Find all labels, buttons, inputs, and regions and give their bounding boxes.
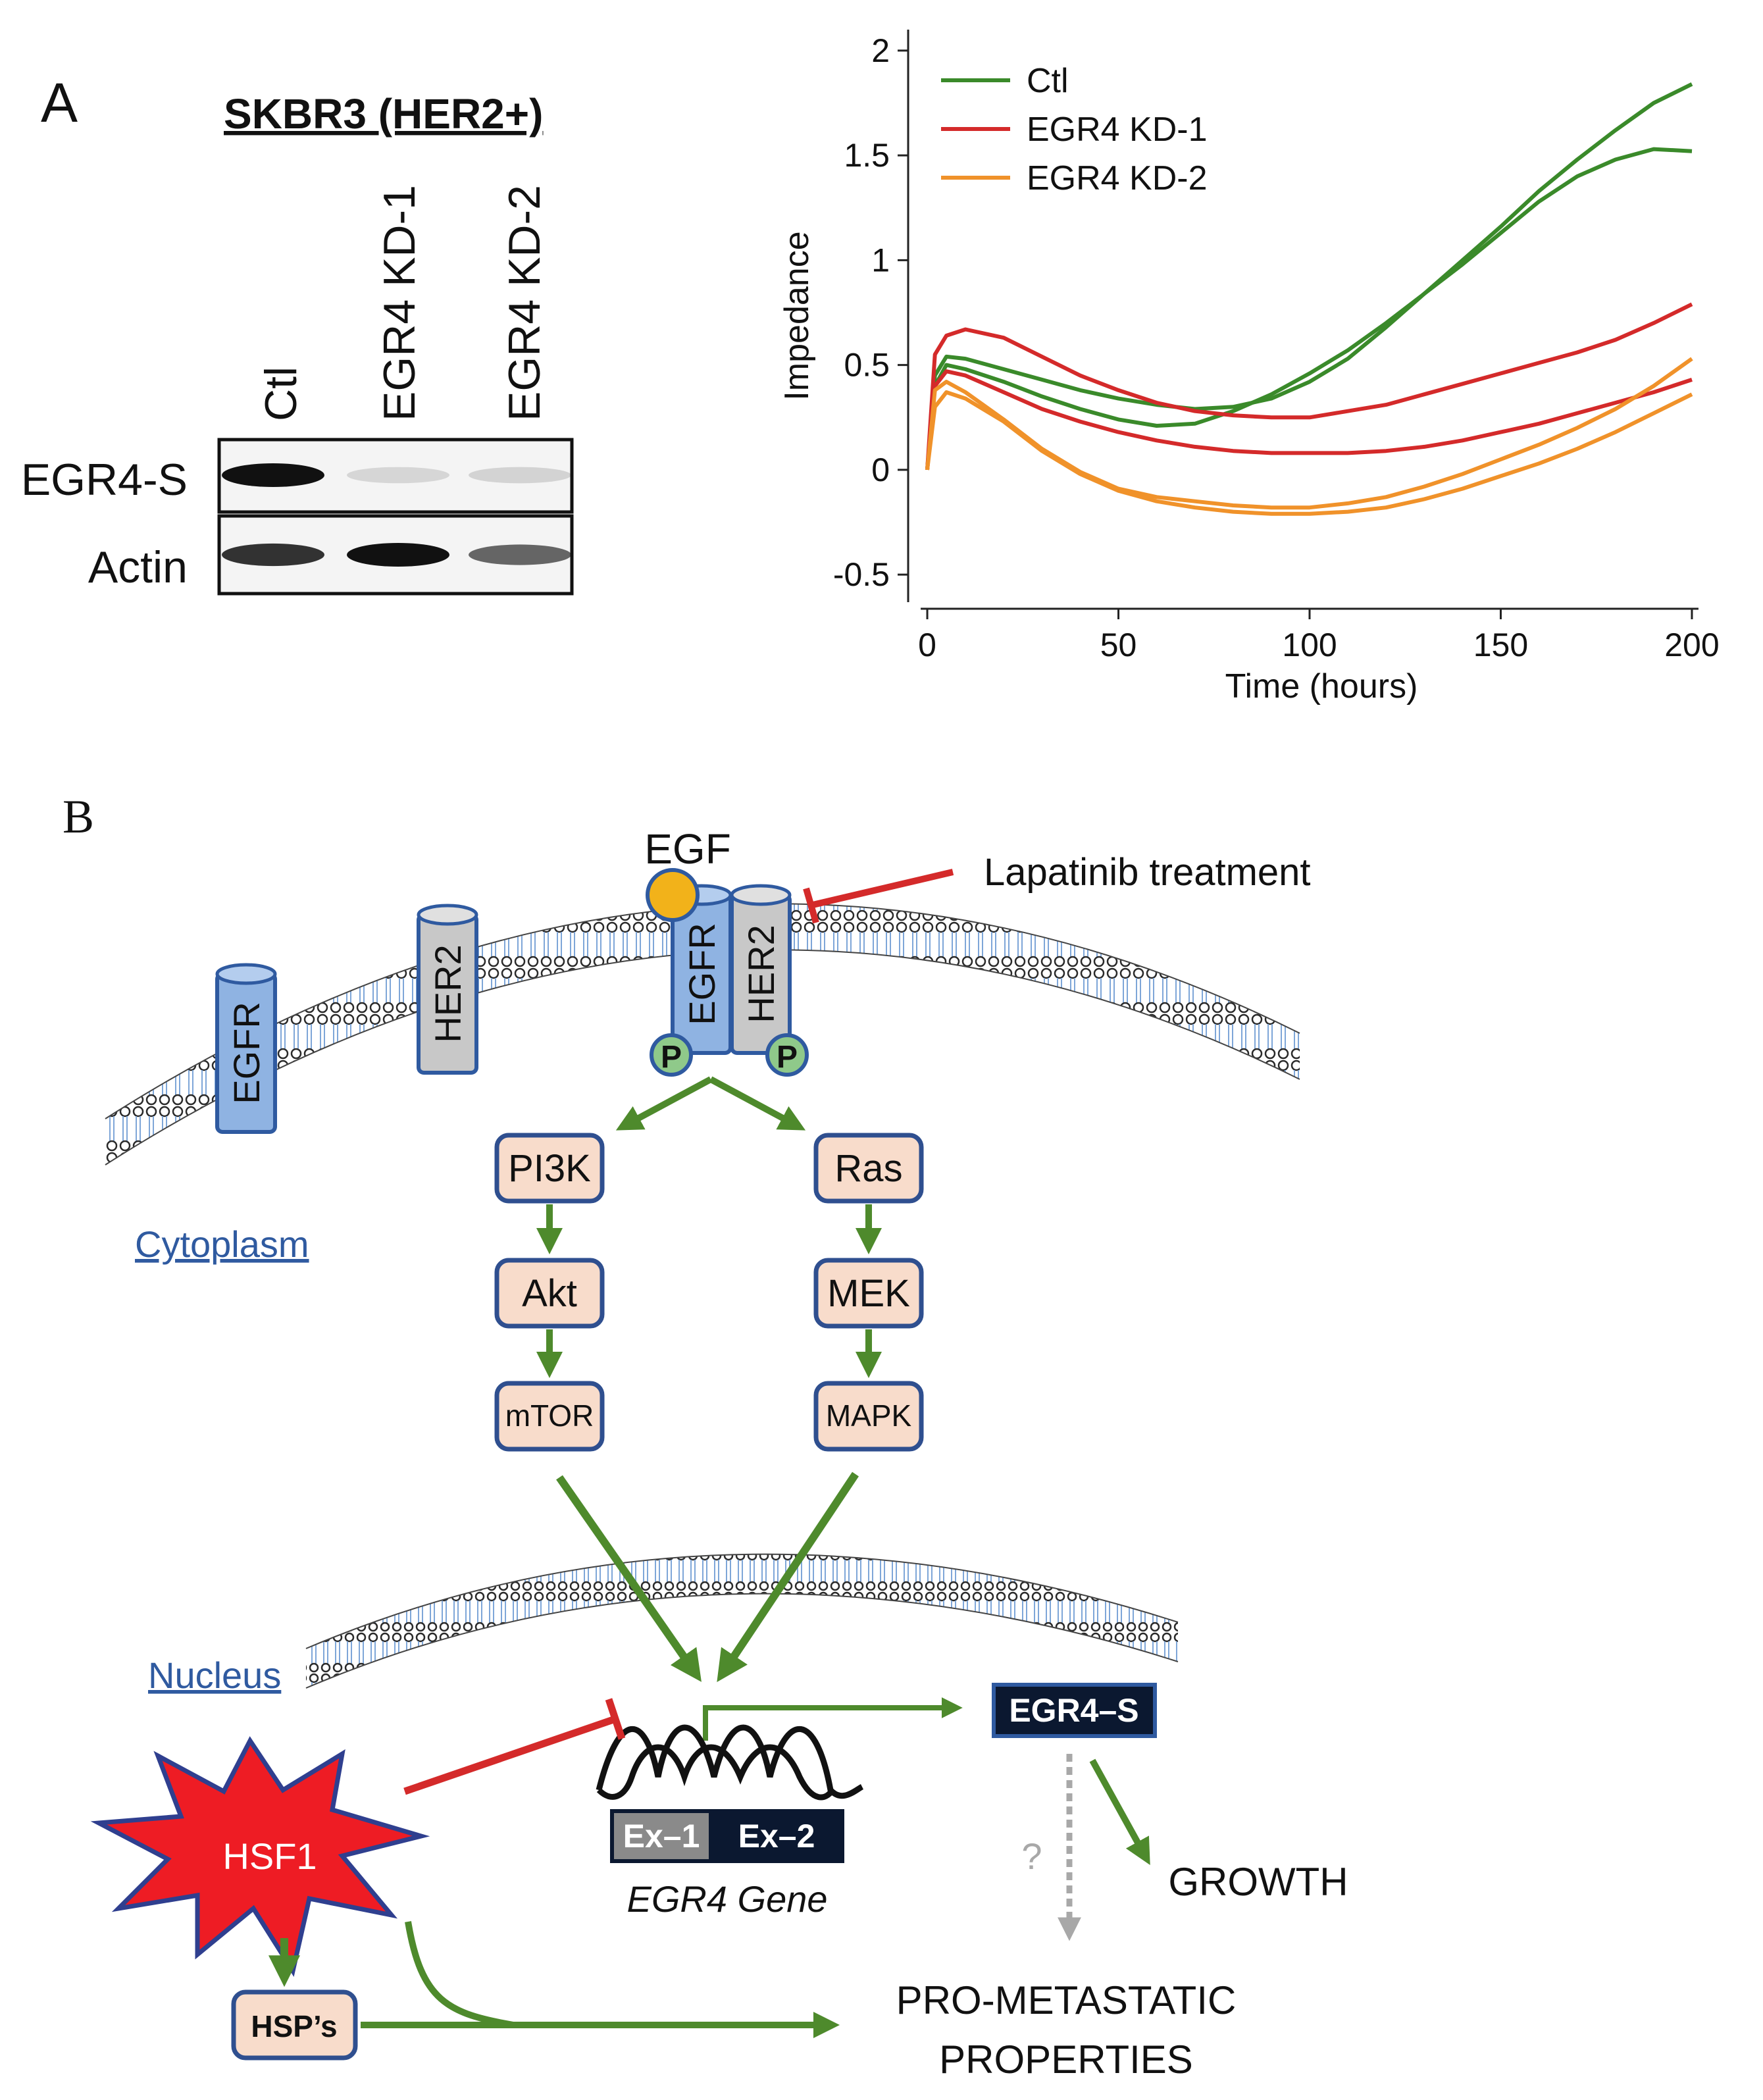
series-line-egr4-kd-2-1 [925,357,1693,510]
nuclear-membrane-outer-edge [305,1553,1179,1649]
panel-b-label: B [63,790,94,843]
series-line-ctl-2 [925,147,1693,471]
chart-y-axis-label: Impedance [778,231,816,400]
arrow-gene-to-egr4s [703,1697,963,1741]
exon-2-label: Ex–2 [738,1818,815,1855]
chart-x-tick-label: 200 [1664,627,1719,663]
egfr-label-dimer: EGFR [681,923,723,1025]
legend-label-kd2: EGR4 KD-2 [1027,159,1208,197]
legend-label-ctl: Ctl [1027,62,1069,100]
phospho-site-egfr [650,1033,693,1077]
phospho-label-her2: P [777,1040,798,1075]
nuclear-membrane-inner-edge [305,1593,1179,1689]
prometastatic-label-line1: PRO-METASTATIC [896,1978,1237,2022]
growth-label: GROWTH [1168,1860,1348,1904]
blot-band-egr4-s-lane-1 [222,463,324,487]
blot-row-label-egr4s: EGR4-S [21,455,188,505]
hsps-label: HSP’s [251,2009,337,2043]
dna-helix-icon [596,1724,864,1801]
series-line-egr4-kd-1-1 [925,302,1693,471]
hsf1-inhibition-of-egr4 [403,1698,626,1795]
ras-node [813,1133,924,1204]
chart-x-tick-label: 0 [918,627,936,663]
mtor-label: mTOR [505,1398,594,1433]
panel-a-label: A [41,72,78,134]
egr4s-label: EGR4–S [1009,1692,1138,1729]
exon-2-block [709,1809,844,1863]
pi3k-node [494,1133,605,1204]
ras-label: Ras [834,1147,902,1190]
nucleus-label: Nucleus [148,1654,281,1696]
arrow-hsf1-to-prometastatic [405,1921,514,2028]
chart-x-axis-label: Time (hours) [1225,667,1418,705]
series-line-ctl-1 [925,82,1693,471]
akt-node [494,1258,605,1329]
mek-node [813,1258,924,1329]
mek-label: MEK [827,1272,910,1315]
nuclear-membrane [306,1554,1178,1688]
chart-y-tick-label: 1 [871,242,890,278]
arrow-receptor-to-pi3k [615,1076,713,1131]
egfr-receptor-left: EGFR [215,963,277,1134]
hsf1-label: HSF1 [222,1835,317,1877]
chart-y-tick-label: -0.5 [833,556,890,593]
blot-band-egr4-s-lane-2 [347,467,449,484]
blot-band-actin-lane-1 [222,543,324,567]
chart-x-tick-label: 150 [1473,627,1528,663]
phospho-label-egfr: P [661,1040,682,1075]
blot-row-label-actin: Actin [88,542,188,592]
chart-y-tick-label: 1.5 [844,137,890,174]
mtor-node [494,1381,605,1452]
prometastatic-label-line2: PROPERTIES [939,2037,1193,2082]
exon-1-label: Ex–1 [623,1818,700,1855]
hsps-node [231,1989,358,2061]
chart-y-tick-label: 0 [871,451,890,488]
blot-band-actin-lane-3 [469,544,571,565]
lane-label-kd1: EGR4 KD-1 [374,185,424,421]
her2-receptor-left: HER2 [417,904,478,1075]
blot-band-actin-lane-2 [347,543,449,567]
chart-x-tick-label: 100 [1282,627,1337,663]
hsf1-starburst [90,1736,430,1977]
akt-label: Akt [522,1272,577,1315]
western-blot: SKBR3 (HER2+) Ctl EGR4 KD-1 EGR4 KD-2 EG… [21,90,574,596]
egfr-label-left: EGFR [226,1002,267,1104]
arrow-egr4s-to-growth [1089,1758,1150,1866]
series-line-egr4-kd-2-2 [925,390,1693,516]
chart-legend: Ctl EGR4 KD-1 EGR4 KD-2 [941,62,1208,197]
blot-band-egr4-s-lane-3 [469,467,571,484]
egf-ligand [646,868,700,922]
mapk-label: MAPK [826,1398,912,1433]
impedance-chart: -0.5 0 0.5 1 1.5 2 0 50 100 150 200 Ctl EGR4 KD-1 … [778,30,1720,705]
her2-label-dimer: HER2 [740,925,782,1023]
egf-label: EGF [644,825,731,873]
legend-label-kd1: EGR4 KD-1 [1027,111,1208,149]
lapatinib-label: Lapatinib treatment [984,851,1311,894]
chart-y-tick-label: 0.5 [844,347,890,384]
chart-y-tick-label: 2 [871,32,890,69]
egr4s-node [992,1683,1157,1738]
pi3k-label: PI3K [508,1147,591,1190]
blot-title: SKBR3 (HER2+) [224,90,543,138]
chart-x-tick-label: 50 [1100,627,1137,663]
egr4-gene-label: EGR4 Gene [626,1878,827,1920]
arrow-mtor-to-egr4-gene [556,1475,702,1682]
series-line-egr4-kd-1-2 [925,369,1693,471]
lane-label-kd2: EGR4 KD-2 [499,185,549,421]
cell-membrane [105,904,1300,1165]
phospho-site-her2 [765,1033,809,1077]
her2-label-left: HER2 [427,944,469,1042]
cytoplasm-label: Cytoplasm [135,1223,309,1265]
lane-label-ctl: Ctl [256,367,306,421]
egfr-her2-dimer: EGFR HER2 P P [646,868,809,1077]
arrow-receptor-to-ras [709,1076,806,1131]
lapatinib-inhibition: Lapatinib treatment [803,851,1311,924]
question-mark-label: ? [1021,1835,1042,1877]
arrow-mapk-to-egr4-gene [717,1472,859,1682]
mapk-node [813,1381,924,1452]
